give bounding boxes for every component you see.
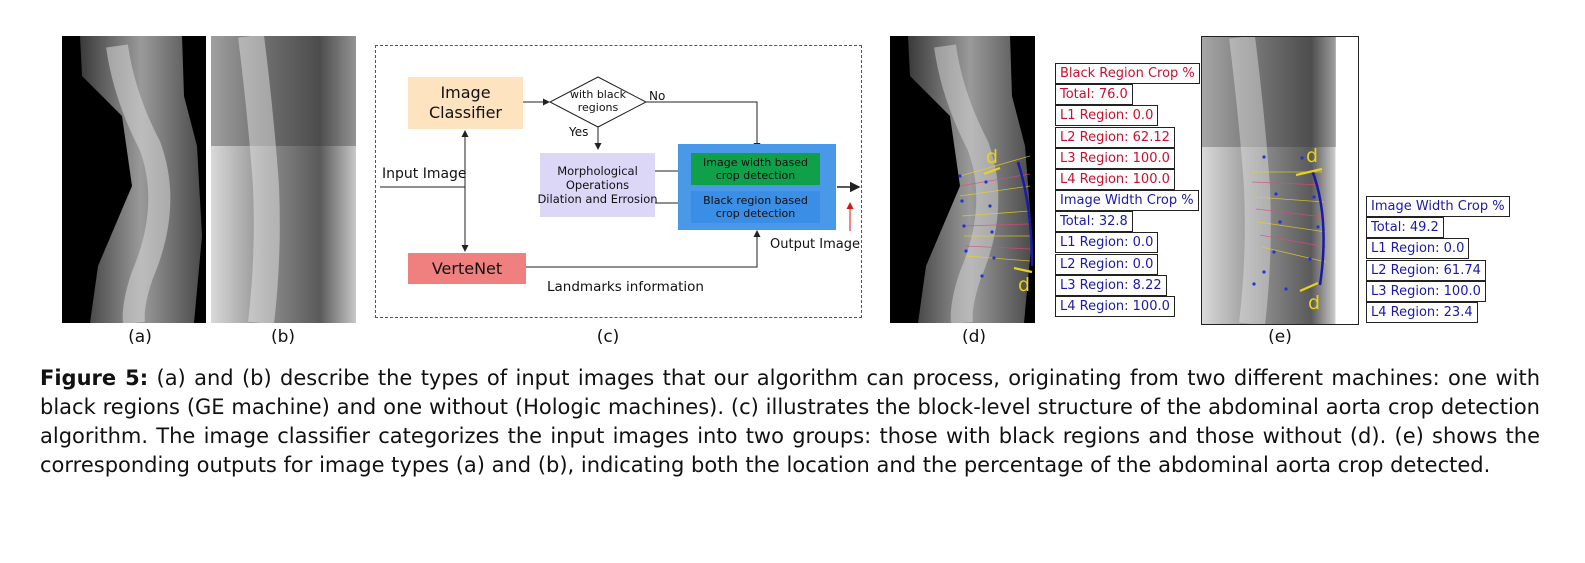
panel-label-a: (a) (128, 327, 152, 347)
caption-text: (a) and (b) describe the types of input … (40, 366, 1541, 477)
image-classifier-block: Image Classifier (408, 77, 523, 129)
crop-list-item: L4 Region: 100.0 (1055, 169, 1175, 190)
xray-d-drawing (908, 36, 1034, 323)
xray-image-d: d d (890, 36, 1035, 323)
xray-e-drawing (1202, 37, 1358, 324)
no-label: No (649, 89, 666, 103)
xray-a-drawing (80, 36, 202, 323)
xray-image-b (211, 36, 356, 323)
crop-list-header: Image Width Crop % (1366, 196, 1510, 217)
flowchart-connectors (380, 76, 861, 268)
d-top-marker: d (986, 146, 999, 168)
panel-label-d: (d) (961, 327, 987, 347)
crop-list-item: L1 Region: 0.0 (1366, 238, 1470, 260)
crop-list-item: L2 Region: 61.74 (1366, 259, 1486, 281)
crop-list-item: L4 Region: 100.0 (1055, 296, 1175, 317)
e-d-top-marker: d (1306, 145, 1319, 167)
crop-list-item: Total: 49.2 (1366, 217, 1444, 239)
crop-list-item: L3 Region: 100.0 (1055, 147, 1175, 169)
figure-caption: Figure 5: (a) and (b) describe the types… (40, 364, 1540, 480)
crop-list-item: L3 Region: 8.22 (1055, 274, 1167, 296)
crop-list-item: L4 Region: 23.4 (1366, 302, 1478, 323)
crop-list-item: Total: 76.0 (1055, 84, 1133, 106)
morphological-operations-block: Morphological Operations Dilation and Er… (537, 153, 658, 217)
input-image-label: Input Image (382, 166, 467, 182)
crop-list-item: L2 Region: 62.12 (1055, 126, 1175, 148)
xray-image-a (62, 36, 206, 323)
output-image-label: Output Image (770, 237, 861, 252)
crop-list-item: Total: 32.8 (1055, 211, 1133, 233)
crop-list-item: L1 Region: 0.0 (1055, 105, 1159, 127)
panel-label-b: (b) (270, 327, 296, 347)
xray-b-drawing (211, 36, 356, 323)
crop-list-header: Black Region Crop % (1055, 63, 1200, 84)
crop-list-item: L1 Region: 0.0 (1055, 232, 1159, 254)
crop-list-item: L2 Region: 0.0 (1055, 253, 1159, 275)
panel-label-e: (e) (1268, 327, 1292, 347)
xray-image-e: d d (1201, 36, 1359, 325)
black-crop-block: Black region based crop detection (691, 191, 820, 223)
flowchart-frame (375, 45, 862, 318)
yes-label: Yes (569, 125, 589, 139)
e-d-bottom-marker: d (1308, 292, 1321, 314)
crop-list-header: Image Width Crop % (1055, 190, 1199, 211)
crop-list-item: L3 Region: 100.0 (1366, 280, 1486, 302)
d-bottom-marker: d (1018, 274, 1031, 296)
width-crop-block: Image width based crop detection (691, 153, 820, 185)
vertenet-block: VerteNet (408, 253, 526, 284)
caption-label: Figure 5: (40, 366, 149, 390)
panel-label-c: (c) (596, 327, 620, 347)
decision-label: with black regions (569, 88, 627, 114)
decision-diamond (548, 76, 648, 128)
landmarks-label: Landmarks information (547, 279, 704, 295)
